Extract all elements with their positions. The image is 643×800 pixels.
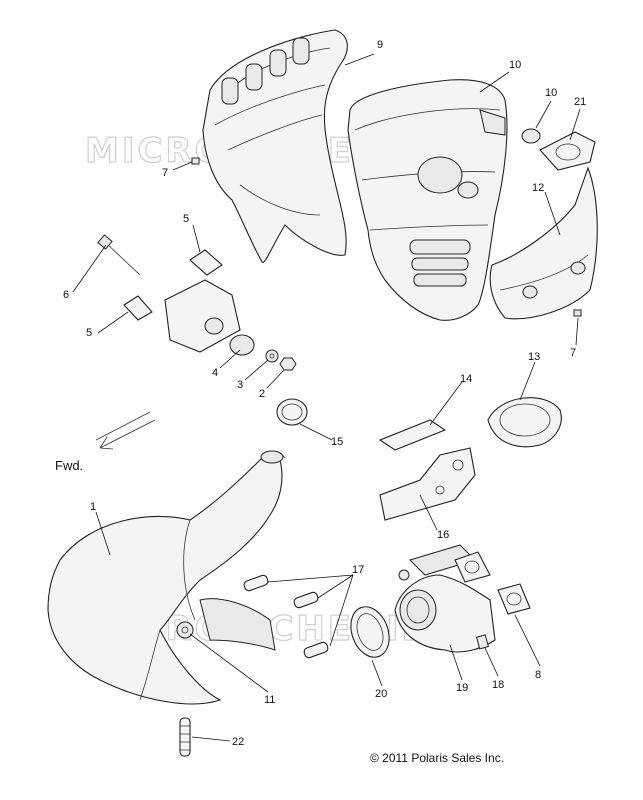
strap-part-13 [378, 419, 447, 451]
heat-shield-part-8 [202, 29, 348, 263]
callout-14: 15 [331, 436, 343, 448]
gasket-part-21 [539, 131, 596, 171]
callout-4: 4 [212, 367, 218, 379]
callout-8: 9 [377, 39, 383, 51]
callout-18: 18 [492, 679, 504, 691]
callout-16: 17 [352, 564, 364, 576]
forward-label: Fwd. [55, 458, 83, 473]
callout-5-lower: 5 [86, 327, 92, 339]
bolt-part-6 [97, 234, 141, 276]
exhaust-pipe-part-1 [47, 450, 286, 705]
plug-part-10-lower [176, 621, 194, 639]
callout-10-lower: 11 [264, 694, 275, 706]
spring-part-22 [179, 717, 191, 757]
callout-5-upper: 5 [183, 213, 189, 225]
spring-part-5-lower [123, 295, 153, 321]
spring-part-5-upper [189, 249, 223, 276]
callout-9: 10 [509, 59, 521, 71]
bracket-part-15 [379, 447, 476, 521]
callout-20: 20 [375, 688, 387, 700]
callout-7-left: 7 [162, 167, 168, 179]
callout-11: 12 [532, 182, 544, 194]
forward-direction-arrow [95, 411, 156, 450]
nut-part-2 [279, 357, 297, 371]
seal-part-20 [350, 606, 390, 658]
callout-17: 8 [535, 669, 541, 681]
callout-19: 19 [456, 682, 468, 694]
plug-part-10-top [521, 128, 541, 144]
manifold-part-19 [394, 544, 496, 653]
callout-10-top: 10 [545, 87, 557, 99]
callout-7-right: 7 [570, 347, 576, 359]
flange-part-12 [487, 397, 562, 448]
shield-part-11 [489, 166, 598, 320]
seal-part-14 [276, 398, 308, 426]
fastener-part-7-right [573, 309, 582, 317]
washer-part-3 [265, 349, 279, 363]
callout-6: 6 [63, 289, 69, 301]
muffler-part-9 [347, 79, 508, 321]
gasket-part-17-a [454, 551, 491, 583]
callout-12: 13 [528, 351, 540, 363]
fastener-part-7-left [191, 157, 200, 165]
callout-1: 1 [90, 501, 96, 513]
spring-part-16-b [293, 591, 319, 609]
callout-3: 3 [237, 379, 243, 391]
mount-bracket [164, 279, 241, 353]
spring-part-16-c [303, 641, 329, 659]
callout-13: 14 [460, 373, 472, 385]
copyright-text: © 2011 Polaris Sales Inc. [370, 751, 504, 765]
leader-lines [72, 53, 581, 742]
callout-22: 22 [232, 736, 244, 748]
callout-2: 2 [259, 388, 265, 400]
callout-15: 16 [437, 529, 449, 541]
gasket-part-17-b [497, 583, 531, 615]
callout-21: 21 [574, 96, 586, 108]
spring-part-16-a [243, 574, 269, 592]
stud-part-18 [475, 634, 489, 650]
grommet-part-4 [229, 334, 255, 356]
